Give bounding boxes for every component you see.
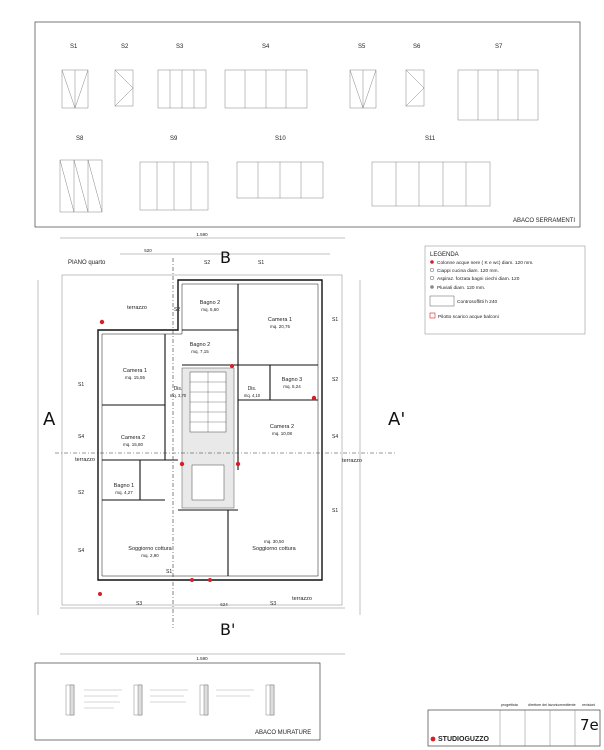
window-label: S11 [425,136,436,142]
legend-swatch [429,295,455,307]
window-tag: S4 [332,434,338,440]
room-name: Camera 2 [270,424,294,430]
wall-schedule-title: ABACO MURATURE [255,730,311,736]
title-header: progettista [501,703,518,707]
dimension-text: 520 [144,248,152,253]
room-name: Dis. [174,386,183,392]
dimension-text: 624 [220,602,228,607]
room-name: Soggiorno cottura [128,546,172,552]
room-area: mq. 5,24 [283,384,301,389]
window-tag: S1 [332,508,338,514]
stair-steps [190,372,226,432]
terrace-label: terrazzo [75,457,95,463]
window-tag: S1 [258,260,264,266]
floor-label: PIANO quarto [68,260,106,266]
window-tag: S1 [166,569,172,575]
window-tag: S2 [78,490,84,496]
room-area: mq. 5,60 [201,307,219,312]
window-tag: S3 [136,601,142,607]
title-header: committente [556,703,576,707]
legend-title: LEGENDA [430,252,459,258]
dimension-text: 1.590 [196,232,208,237]
wall-sections [65,684,275,716]
title-block [427,709,601,747]
sheet-number: 7e [580,716,599,734]
window-label: S2 [121,44,129,50]
legend-box [424,245,586,335]
terrace-label: terrazzo [342,458,362,464]
window-label: S4 [262,44,270,50]
brand-name: STUDIOGUZZO [438,736,489,743]
section-label-b: B [220,248,231,267]
room-area: mq. 7,15 [191,349,209,354]
window-label: S9 [170,136,178,142]
room-name: Bagno 2 [190,342,211,348]
plumbing-markers [98,319,317,596]
room-area: mq. 4,27 [115,490,133,495]
legend-swatch [430,268,435,273]
legend-item: Aspiraz. forzata bagni ciechi diam. 120 [437,276,520,282]
room-name: Bagno 2 [200,300,221,306]
wall-notes [84,689,254,709]
window-schedule-frame [34,21,581,228]
legend-item: Pilotto scarico acque balconi [438,314,499,320]
room-area: mq. 20,75 [270,324,291,329]
legend-swatch [430,276,435,281]
room-name: Bagno 3 [282,377,303,383]
interior-walls [102,284,318,576]
brand-logo-icon [430,736,436,742]
window-label: S5 [358,44,366,50]
window-label: S7 [495,44,503,50]
window-tag: S3 [270,601,276,607]
window-tag: S1 [332,317,338,323]
room-name: Camera 1 [123,368,147,374]
section-label-b-prime: B' [220,620,235,639]
lift-shaft [191,464,225,501]
room-area: mq. 30,50 [264,539,285,544]
room-area: mq. 15,80 [123,442,144,447]
section-label-a: A [43,409,56,430]
terrace-label: terrazzo [292,596,312,602]
window-tag: S4 [78,434,84,440]
room-name: Camera 1 [268,317,292,323]
legend-item: Controsoffitti h 240 [457,299,498,305]
legend-swatch [430,285,434,289]
window-label: S6 [413,44,421,50]
window-tag: S2 [174,307,180,313]
room-name: Camera 2 [121,435,145,441]
room-area: mq. 15,55 [125,375,146,380]
window-tag: S2 [332,377,338,383]
window-label: S8 [76,136,84,142]
window-label: S3 [176,44,184,50]
room-area: mq. 3,70 [170,393,187,398]
dimension-text: 1.590 [196,656,208,661]
legend-item: Pluviali diam. 120 mm. [437,285,485,291]
legend-item: Ciappi cucina diam. 120 mm. [437,268,499,274]
window-elevations [59,69,539,213]
room-area: mq. 2,90 [141,553,159,558]
title-header: revisioni [582,703,595,707]
window-tag: S1 [78,382,84,388]
legend-item: Colonne acque nere ( K e wc) diam. 120 m… [437,260,534,266]
room-name: Bagno 1 [114,483,135,489]
room-name: Soggiorno cottura [252,546,296,552]
wall-schedule-frame [34,662,321,741]
window-tag: S4 [78,548,84,554]
window-schedule-title: ABACO SERRAMENTI [513,218,575,224]
terrace-label: terrazzo [127,305,147,311]
window-tag: S2 [204,260,210,266]
title-header: direttore dei lavori [528,703,557,707]
window-label: S10 [275,136,286,142]
room-area: mq. 4,10 [244,393,261,398]
room-area: mq. 10,08 [272,431,293,436]
window-label: S1 [70,44,78,50]
terrace-outline [61,274,343,606]
legend-swatch [429,312,436,319]
legend-swatch-red [430,260,434,264]
section-label-a-prime: A' [388,409,405,430]
room-name: Dis. [248,386,257,392]
